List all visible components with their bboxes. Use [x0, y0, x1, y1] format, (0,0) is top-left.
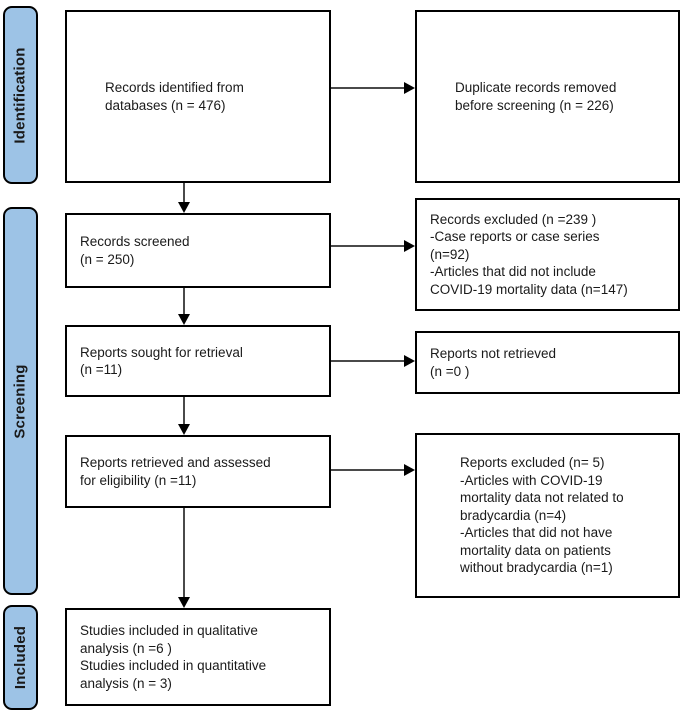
box-duplicates-removed: Duplicate records removed before screeni…: [415, 10, 680, 183]
stage-identification: Identification: [3, 6, 38, 184]
stage-included: Included: [3, 605, 38, 710]
arrow-identified-to-screened: [178, 183, 189, 213]
box-records-excluded-text: Records excluded (n =239 ) -Case reports…: [430, 211, 628, 297]
stage-screening: Screening: [3, 207, 38, 595]
box-reports-sought: Reports sought for retrieval (n =11): [65, 325, 331, 397]
box-reports-excluded: Reports excluded (n= 5) -Articles with C…: [415, 433, 680, 598]
arrow-assessed-to-excluded: [331, 464, 415, 475]
box-records-excluded: Records excluded (n =239 ) -Case reports…: [415, 198, 680, 311]
box-studies-included-text: Studies included in qualitative analysis…: [80, 623, 267, 691]
box-studies-included: Studies included in qualitative analysis…: [65, 608, 331, 706]
box-records-screened: Records screened (n = 250): [65, 213, 331, 288]
arrow-identified-to-duplicates: [331, 82, 415, 93]
stage-identification-label: Identification: [12, 46, 30, 144]
box-reports-excluded-text: Reports excluded (n= 5) -Articles with C…: [460, 455, 624, 576]
box-reports-not-retrieved: Reports not retrieved (n =0 ): [415, 331, 680, 394]
arrow-assessed-to-included: [178, 508, 189, 608]
box-reports-sought-text: Reports sought for retrieval (n =11): [80, 344, 243, 378]
box-reports-not-retrieved-text: Reports not retrieved (n =0 ): [430, 346, 557, 379]
stage-included-label: Included: [12, 625, 29, 690]
box-records-identified: Records identified from databases (n = 4…: [65, 10, 331, 183]
arrow-screened-to-excluded: [331, 240, 415, 251]
arrow-sought-to-not-retrieved: [331, 355, 415, 366]
box-reports-assessed-text: Reports retrieved and assessed for eligi…: [80, 455, 271, 488]
box-reports-assessed: Reports retrieved and assessed for eligi…: [65, 435, 331, 508]
arrow-screened-to-sought: [178, 288, 189, 325]
box-duplicates-removed-text: Duplicate records removed before screeni…: [455, 80, 617, 113]
box-records-identified-text: Records identified from databases (n = 4…: [105, 80, 244, 113]
box-records-screened-text: Records screened (n = 250): [80, 234, 190, 267]
stage-screening-label: Screening: [12, 363, 30, 439]
arrow-sought-to-assessed: [178, 397, 189, 435]
